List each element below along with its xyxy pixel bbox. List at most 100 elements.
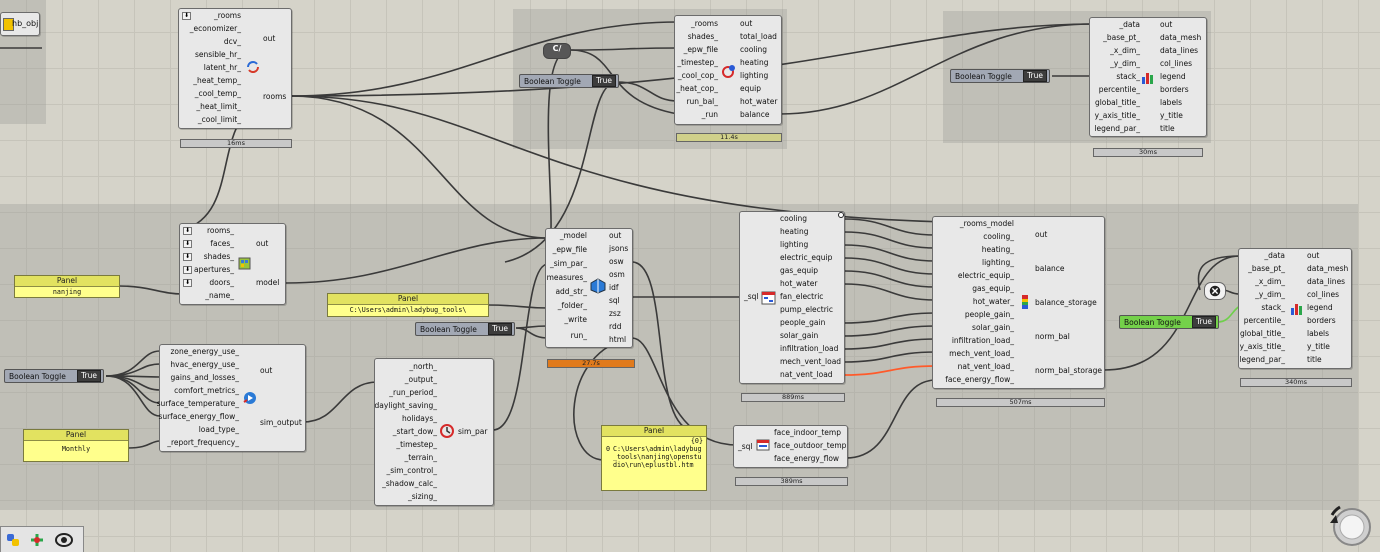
input-nat-vent-load[interactable]: nat_vent_load_ <box>957 362 1014 371</box>
toggle-value[interactable]: True <box>1023 70 1047 82</box>
output-legend[interactable]: legend <box>1160 72 1186 81</box>
panel-text[interactable]: C:\Users\admin\ladybug_tools\nanjing\ope… <box>613 445 702 469</box>
flatten-toggle[interactable]: ⬇ <box>183 227 192 235</box>
input-cool-cop[interactable]: _cool_cop_ <box>677 71 718 80</box>
input-data[interactable]: _data <box>1119 20 1140 29</box>
output-nat-vent-load[interactable]: nat_vent_load <box>780 370 833 379</box>
input-shadow-calc[interactable]: _shadow_calc_ <box>382 479 437 488</box>
output-out[interactable]: out <box>740 19 753 28</box>
input-apertures[interactable]: apertures_ <box>194 265 234 274</box>
input-surface-temperature[interactable]: surface_temperature_ <box>156 399 239 408</box>
input-model[interactable]: _model <box>559 231 587 240</box>
input-sim-control[interactable]: _sim_control_ <box>386 466 437 475</box>
output-sql[interactable]: sql <box>609 296 620 305</box>
output-labels[interactable]: labels <box>1307 329 1330 338</box>
flatten-toggle[interactable]: ⬇ <box>183 279 192 287</box>
input-terrain[interactable]: _terrain_ <box>404 453 437 462</box>
output-heating[interactable]: heating <box>780 227 809 236</box>
input-run[interactable]: _run <box>701 110 718 119</box>
output-lighting[interactable]: lighting <box>740 71 769 80</box>
output-osw[interactable]: osw <box>609 257 624 266</box>
boolean-toggle[interactable]: Boolean Toggle True <box>1119 315 1219 329</box>
toggle-value[interactable]: True <box>1192 316 1216 328</box>
input-percentile[interactable]: percentile_ <box>1098 85 1140 94</box>
output-labels[interactable]: labels <box>1160 98 1183 107</box>
panel-html-path[interactable]: Panel {0} 0 C:\Users\admin\ladybug_tools… <box>601 425 707 491</box>
output-total-load[interactable]: total_load <box>740 32 777 41</box>
input-stack[interactable]: stack_ <box>1116 72 1140 81</box>
output-heating[interactable]: heating <box>740 58 769 67</box>
sim-output-component[interactable]: zone_energy_use_ hvac_energy_use_ gains_… <box>156 344 306 452</box>
output-data-mesh[interactable]: data_mesh <box>1160 33 1202 42</box>
output-fan-electric[interactable]: fan_electric <box>780 292 824 301</box>
hb-obj-param[interactable]: hb_obj <box>0 12 40 36</box>
input-x-dim[interactable]: _x_dim_ <box>1110 46 1140 55</box>
python-icon[interactable] <box>5 532 21 548</box>
output-rooms[interactable]: rooms <box>263 92 287 101</box>
input-output[interactable]: _output_ <box>404 375 437 384</box>
input-load-type[interactable]: load_type_ <box>198 425 239 434</box>
input-electric-equip[interactable]: electric_equip_ <box>957 271 1014 280</box>
output-cooling[interactable]: cooling <box>740 45 767 54</box>
output-out[interactable]: out <box>1160 20 1173 29</box>
input-shades[interactable]: shades_ <box>687 32 718 41</box>
output-norm-bal[interactable]: norm_bal <box>1035 332 1070 341</box>
input-legend-par[interactable]: legend_par_ <box>1094 124 1140 133</box>
input-latent-hr[interactable]: latent_hr_ <box>203 63 241 72</box>
sim-par-component[interactable]: _north_ _output_ _run_period_ daylight_s… <box>374 358 494 506</box>
input-north[interactable]: _north_ <box>409 362 437 371</box>
input-mech-vent-load[interactable]: mech_vent_load_ <box>949 349 1014 358</box>
input-name[interactable]: _name_ <box>205 291 234 300</box>
output-rdd[interactable]: rdd <box>609 322 622 331</box>
output-people-gain[interactable]: people_gain <box>780 318 826 327</box>
preview-icon[interactable] <box>55 532 73 548</box>
output-face-outdoor-temp[interactable]: face_outdoor_temp <box>774 441 847 450</box>
output-model[interactable]: model <box>256 278 280 287</box>
input-heating[interactable]: heating_ <box>981 245 1014 254</box>
panel-folder-path[interactable]: Panel C:\Users\admin\ladybug_tools\ <box>327 293 489 317</box>
boolean-toggle[interactable]: Boolean Toggle True <box>950 69 1050 83</box>
boolean-toggle[interactable]: Boolean Toggle True <box>4 369 104 383</box>
toggle-value[interactable]: True <box>592 75 616 87</box>
input-hot-water[interactable]: hot_water_ <box>972 297 1014 306</box>
output-face-energy-flow[interactable]: face_energy_flow <box>774 454 840 463</box>
boolean-toggle[interactable]: Boolean Toggle True <box>415 322 515 336</box>
input-sql[interactable]: _sql <box>744 292 759 301</box>
input-heat-limit[interactable]: _heat_limit_ <box>196 102 241 111</box>
input-people-gain[interactable]: people_gain_ <box>964 310 1014 319</box>
flatten-toggle[interactable]: ⬇ <box>183 253 192 261</box>
output-legend[interactable]: legend <box>1307 303 1333 312</box>
input-run-period[interactable]: _run_period_ <box>389 388 437 397</box>
model-component[interactable]: ⬇ ⬇ ⬇ ⬇ ⬇ rooms_ faces_ shades_ aperture… <box>179 223 286 305</box>
input-x-dim[interactable]: _x_dim_ <box>1255 277 1285 286</box>
input-lighting[interactable]: lighting_ <box>982 258 1014 267</box>
read-energy-result-component[interactable]: _sql cooling heating lighting electric_e… <box>739 211 845 384</box>
output-osm[interactable]: osm <box>609 270 625 279</box>
input-percentile[interactable]: percentile_ <box>1243 316 1285 325</box>
toggle-value[interactable]: True <box>77 370 101 382</box>
input-y-dim[interactable]: _y_dim_ <box>1255 290 1285 299</box>
input-sql[interactable]: _sql <box>738 442 753 451</box>
output-out[interactable]: out <box>1307 251 1320 260</box>
output-mech-vent-load[interactable]: mech_vent_load <box>780 357 842 366</box>
face-result-component[interactable]: _sql face_indoor_temp face_outdoor_temp … <box>733 425 848 468</box>
output-data-mesh[interactable]: data_mesh <box>1307 264 1349 273</box>
output-balance[interactable]: balance <box>740 110 770 119</box>
flatten-toggle[interactable]: ⬇ <box>183 266 192 274</box>
input-infiltration-load[interactable]: infiltration_load_ <box>951 336 1014 345</box>
output-data-lines[interactable]: data_lines <box>1160 46 1199 55</box>
output-out[interactable]: out <box>609 231 622 240</box>
run-openstudio-component[interactable]: _model _epw_file _sim_par_ measures_ add… <box>545 228 633 348</box>
compute-node-icon[interactable]: C/ <box>543 43 571 59</box>
input-gains-and-losses[interactable]: gains_and_losses_ <box>170 373 239 382</box>
output-gas-equip[interactable]: gas_equip <box>780 266 818 275</box>
output-out[interactable]: out <box>260 366 273 375</box>
flatten-toggle[interactable]: ⬇ <box>183 240 192 248</box>
input-write[interactable]: _write <box>564 315 587 324</box>
output-col-lines[interactable]: col_lines <box>1307 290 1339 299</box>
flatten-toggle[interactable]: ⬇ <box>182 12 191 20</box>
navigation-wheel-icon[interactable] <box>1326 503 1374 551</box>
input-solar-gain[interactable]: solar_gain_ <box>972 323 1014 332</box>
hvac-component[interactable]: ⬇ _rooms _economizer_ dcv_ sensible_hr_ … <box>178 8 292 129</box>
